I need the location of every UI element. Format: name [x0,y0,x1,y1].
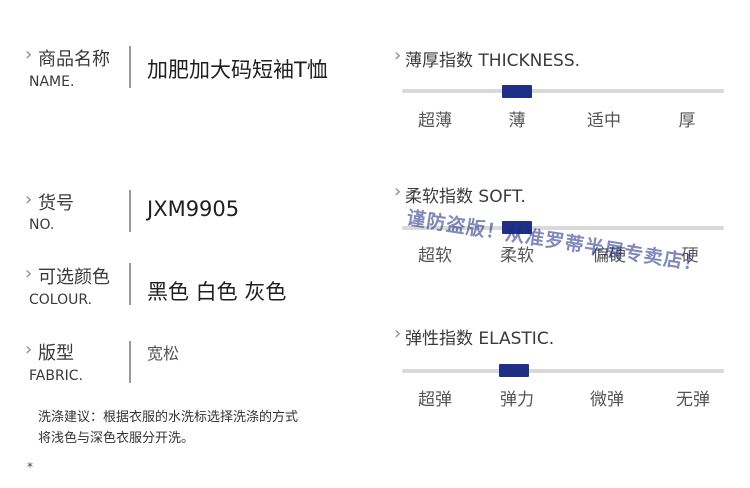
elasticity-track [402,369,724,373]
name-label-cn: 商品名称 [38,49,110,70]
divider [129,341,131,383]
softness-track [402,226,724,230]
sku-label-en: NO. [29,217,55,233]
product-name-value: 加肥加大码短袖T恤 [147,58,328,82]
thickness-option: 超薄 [418,111,452,131]
divider [129,190,131,232]
name-label-en: NAME. [29,74,75,90]
thickness-marker [502,85,532,98]
care-line-1: 洗涤建议：根据衣服的水洗标选择洗涤的方式 [38,410,299,425]
sku-label-cn: 货号 [38,193,74,214]
thickness-title: 薄厚指数 THICKNESS. [405,51,581,71]
divider [129,46,131,88]
fabric-value: 宽松 [147,344,180,363]
thickness-track [402,89,724,93]
softness-option: 柔软 [500,246,534,266]
chevron-right-icon: › [25,263,33,284]
chevron-right-icon: › [394,323,402,344]
softness-option: 偏硬 [592,246,626,266]
thickness-option: 薄 [508,111,526,131]
elasticity-option: 无弹 [676,390,710,410]
thickness-option: 厚 [678,111,696,131]
care-line-2: 将浅色与深色衣服分开洗。 [38,431,195,446]
colour-label-en: COLOUR. [29,292,93,308]
chevron-right-icon: › [394,45,402,66]
elasticity-option: 微弹 [590,390,624,410]
elasticity-option: 弹力 [500,390,534,410]
chevron-right-icon: › [25,189,33,210]
elasticity-title: 弹性指数 ELASTIC. [405,329,555,349]
divider [129,263,131,305]
colour-label-cn: 可选颜色 [38,267,110,288]
colour-value: 黑色 白色 灰色 [147,280,287,304]
chevron-right-icon: › [25,339,33,360]
fabric-label-en: FABRIC. [29,368,84,384]
chevron-right-icon: › [25,44,33,65]
softness-option: 超软 [418,246,452,266]
thickness-option: 适中 [587,111,621,131]
sku-value: JXM9905 [147,197,240,221]
footnote-mark: * [27,460,33,474]
elasticity-option: 超弹 [418,390,452,410]
chevron-right-icon: › [394,181,402,202]
softness-marker [502,221,532,234]
softness-option: 硬 [681,246,699,266]
fabric-label-cn: 版型 [38,343,74,364]
softness-title: 柔软指数 SOFT. [405,187,526,207]
elasticity-marker [499,364,529,377]
